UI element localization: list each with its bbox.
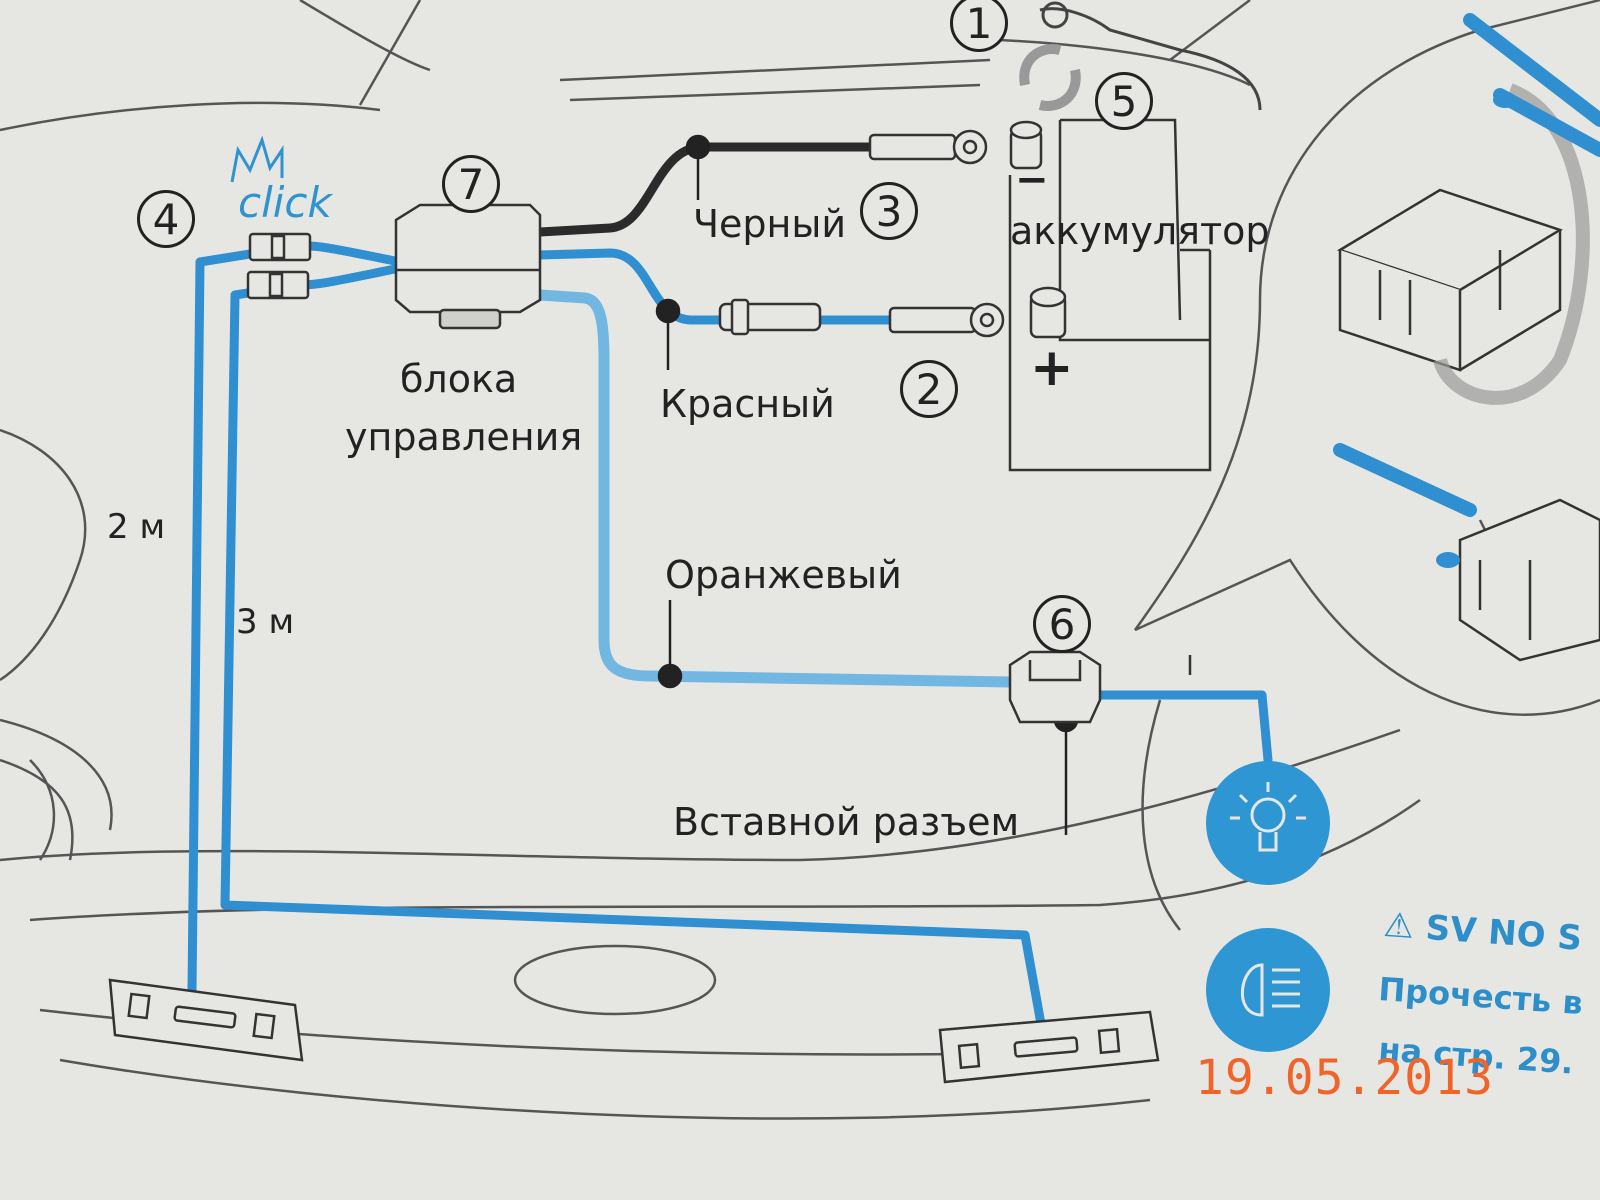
step-number-2: 2 bbox=[900, 360, 958, 418]
plug-connector-label: Вставной разъем bbox=[673, 800, 1020, 844]
blue-rods-sketch bbox=[1333, 13, 1600, 517]
step-number-7: 7 bbox=[442, 155, 500, 213]
step-number-3: 3 bbox=[860, 182, 918, 240]
step-number-5: 5 bbox=[1095, 72, 1153, 130]
fog-lamp-wire-3m bbox=[220, 263, 1048, 1040]
orange-wire bbox=[534, 289, 1016, 688]
blue-rod-ends bbox=[1436, 92, 1517, 568]
step-number-6: 6 bbox=[1033, 595, 1091, 653]
step-number-1: 1 bbox=[950, 0, 1008, 52]
battery-terminal-clamp bbox=[1039, 1, 1262, 111]
length-2m-label: 2 м bbox=[107, 507, 166, 547]
red-wire bbox=[535, 248, 905, 325]
red-wire-label: Красный bbox=[660, 382, 835, 426]
battery-posts bbox=[1009, 120, 1067, 339]
click-label: click bbox=[238, 178, 332, 227]
battery-label: аккумулятор bbox=[1010, 209, 1270, 253]
control-unit-label-line1: блока bbox=[400, 357, 518, 401]
step-number-4: 4 bbox=[137, 190, 195, 248]
wires bbox=[187, 142, 1273, 1040]
battery-box bbox=[1008, 118, 1212, 472]
sun-bulb-icon bbox=[1206, 761, 1330, 885]
plug-connector bbox=[1008, 650, 1102, 724]
connector-to-light-wire bbox=[1090, 690, 1273, 765]
control-unit bbox=[394, 203, 542, 330]
inline-fuse bbox=[718, 298, 822, 336]
rotate-icon bbox=[1019, 44, 1081, 111]
ring-terminals bbox=[868, 129, 1005, 338]
length-3m-label: 3 м bbox=[236, 602, 295, 642]
control-unit-label-line2: управления bbox=[345, 415, 583, 459]
click-connectors bbox=[246, 232, 312, 300]
fog-lamp-left bbox=[108, 978, 304, 1062]
battery-minus-sign: − bbox=[1015, 157, 1049, 203]
black-wire-label: Черный bbox=[693, 202, 847, 246]
fog-lamp-mount-sketch bbox=[1337, 188, 1600, 662]
date-stamp: 19.05.2013 bbox=[1195, 1050, 1494, 1106]
orange-wire-label: Оранжевый bbox=[665, 553, 902, 597]
fog-lamp-right bbox=[938, 1010, 1160, 1084]
click-burst-icon bbox=[230, 135, 284, 183]
battery-plus-sign: + bbox=[1030, 338, 1074, 398]
headlight-icon bbox=[1206, 928, 1330, 1052]
